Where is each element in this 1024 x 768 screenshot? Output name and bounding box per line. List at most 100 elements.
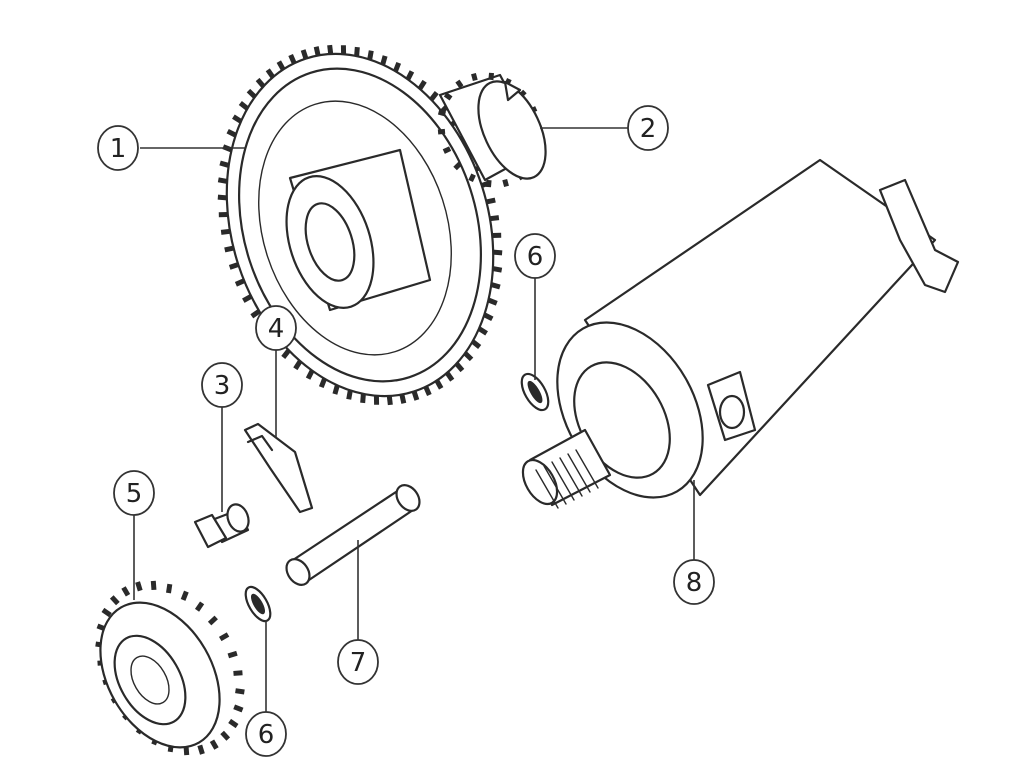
gear-tooth: [429, 91, 439, 102]
gear-tooth: [226, 128, 237, 138]
gear-tooth: [220, 730, 231, 741]
gear-tooth: [354, 46, 360, 57]
gear-tooth: [485, 179, 492, 188]
spline-line: [535, 469, 559, 509]
gear-tooth: [405, 70, 415, 81]
callout-5-label: 5: [126, 479, 143, 509]
gear-tooth: [250, 309, 261, 319]
callout-1-label: 1: [110, 134, 127, 164]
gear-tooth: [483, 312, 494, 322]
gear-tooth: [166, 583, 173, 594]
callout-3-label: 3: [214, 371, 231, 401]
starter-motor-part-8: [521, 158, 960, 509]
gear-tooth: [468, 173, 476, 182]
callout-7: 7: [337, 639, 379, 685]
gear-tooth: [380, 55, 388, 66]
gear-tooth: [281, 348, 291, 359]
gear-tooth: [386, 395, 393, 406]
gear-tooth: [235, 688, 245, 695]
gear-tooth: [399, 393, 407, 404]
gear-tooth: [233, 704, 244, 713]
gear-tooth: [101, 607, 112, 618]
washer-part-6-upper: [520, 372, 550, 412]
callout-6-upper-label: 6: [527, 242, 544, 272]
callout-6-upper: 6: [514, 233, 556, 279]
callout-6-lower: 6: [245, 711, 287, 757]
callout-5: 5: [113, 470, 155, 516]
gear-tooth: [293, 359, 303, 371]
callout-7-label: 7: [350, 648, 367, 678]
double-gear-part-5: [95, 580, 245, 756]
gear-tooth: [194, 601, 205, 612]
gear-tooth: [490, 282, 501, 290]
gear-tooth: [246, 88, 257, 99]
gear-tooth: [437, 109, 446, 117]
gear-tooth: [346, 389, 353, 400]
callout-8-label: 8: [686, 568, 703, 598]
spline-line: [559, 457, 583, 497]
gear-tooth: [207, 615, 218, 626]
gear-tooth: [180, 590, 189, 601]
gear-tooth: [218, 632, 230, 642]
gear-tooth: [109, 595, 120, 606]
gear-tooth: [228, 718, 239, 729]
gear-tooth: [492, 249, 503, 256]
gear-tooth: [255, 77, 266, 88]
large-gear-part-1: [217, 44, 503, 406]
gear-tooth: [305, 369, 315, 380]
leader-lines: [133, 127, 695, 712]
gear-tooth: [227, 650, 238, 659]
gear-tooth: [242, 294, 253, 303]
gear-tooth: [443, 92, 453, 101]
callout-2-label: 2: [640, 114, 657, 144]
gear-tooth: [233, 670, 243, 676]
gear-tooth: [488, 72, 495, 81]
gear-tooth: [453, 161, 462, 171]
spline-line: [543, 465, 567, 505]
gear-tooth: [332, 384, 340, 395]
gear-tooth: [471, 72, 478, 82]
gear-tooth: [232, 114, 243, 124]
gear-tooth: [434, 379, 444, 390]
spline-line: [575, 449, 599, 489]
gear-tooth: [234, 278, 246, 287]
gear-tooth: [455, 79, 464, 89]
gear-tooth: [224, 245, 235, 253]
gear-tooth: [217, 194, 228, 201]
gear-tooth: [276, 60, 286, 71]
gear-tooth: [485, 197, 496, 205]
gear-tooth: [197, 744, 205, 755]
gear-tooth: [318, 377, 327, 389]
spline-line: [551, 461, 575, 501]
spring-clip-part-4: [243, 422, 314, 514]
callout-4-label: 4: [268, 314, 285, 344]
gear-tooth: [393, 61, 402, 73]
gear-tooth: [228, 262, 240, 270]
gear-tooth: [417, 79, 427, 91]
spline-line: [567, 453, 591, 493]
gear-tooth: [300, 49, 309, 60]
gear-tooth: [121, 586, 131, 597]
gear-tooth: [423, 385, 432, 397]
bolt-part-3: [193, 503, 250, 549]
gear-tooth: [360, 393, 366, 404]
gear-tooth: [220, 228, 231, 235]
callout-6-lower-label: 6: [258, 720, 275, 750]
shaft-pin-part-7: [285, 484, 421, 586]
gear-tooth: [209, 739, 219, 750]
gear-tooth: [437, 128, 446, 135]
gear-tooth: [219, 160, 230, 168]
gear-tooth: [411, 390, 420, 401]
callout-4: 4: [255, 305, 297, 351]
gear-tooth: [454, 362, 465, 373]
callout-1: 1: [97, 125, 139, 171]
gear-tooth: [502, 178, 509, 188]
callout-8: 8: [673, 559, 715, 605]
callout-2: 2: [627, 105, 669, 151]
gear-tooth: [238, 101, 249, 111]
gear-tooth: [487, 297, 498, 306]
gear-tooth: [489, 215, 500, 222]
pinion-gear-part-2: [437, 72, 547, 188]
gear-tooth: [288, 53, 297, 65]
